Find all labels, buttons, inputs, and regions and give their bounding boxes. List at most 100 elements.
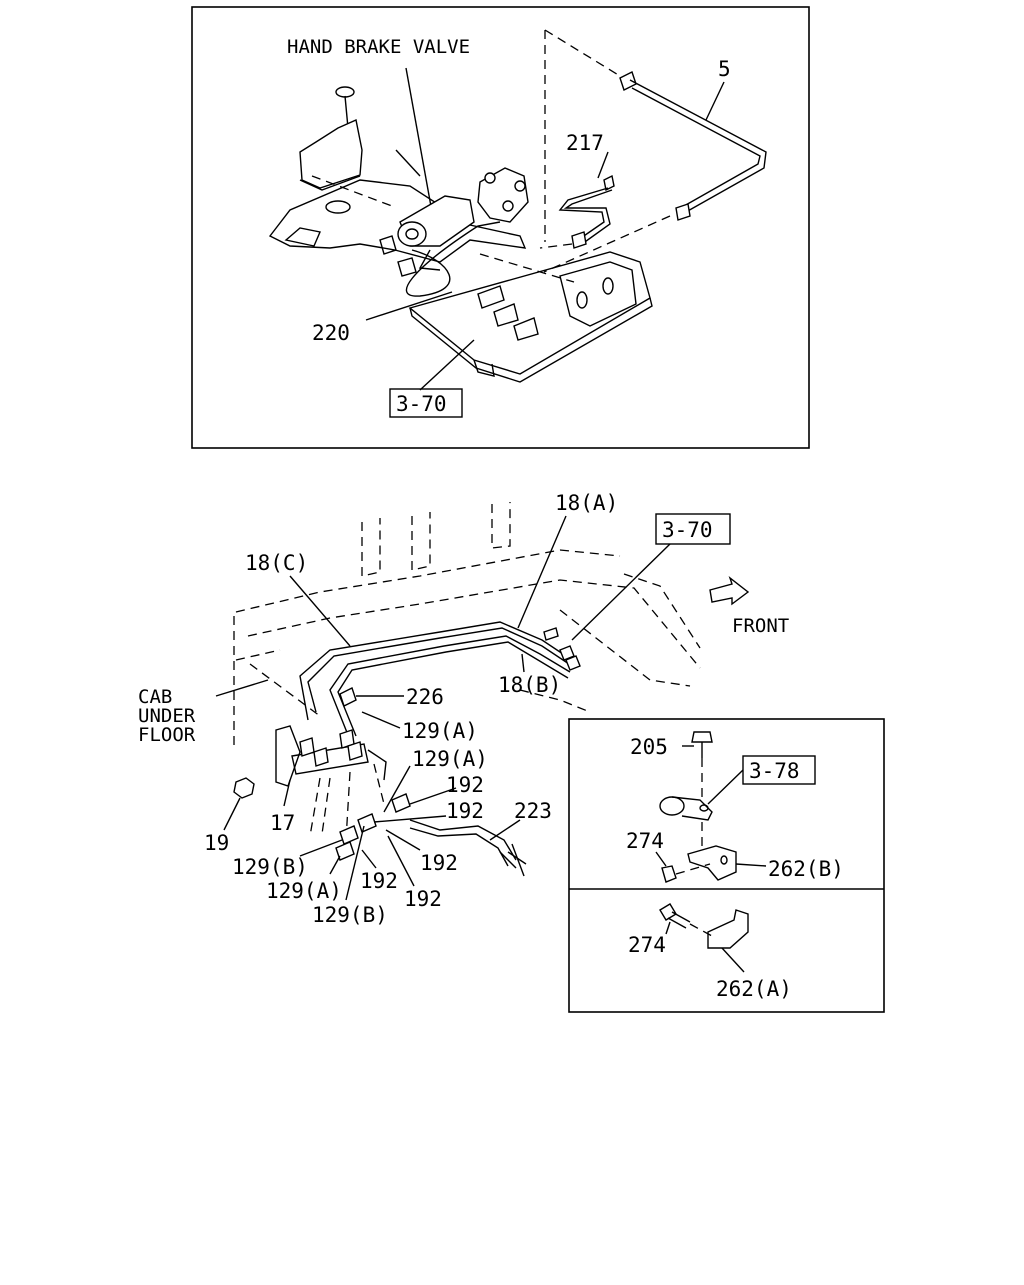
leader-17 <box>283 779 291 807</box>
bottom-panel: 18(A) 3-70 18(C) FRONT CAB UNDER FLOOR 2… <box>138 491 789 927</box>
ref-label-3-70-top: 3-70 <box>396 392 447 416</box>
part-label-217: 217 <box>566 131 604 155</box>
under-label: UNDER <box>138 705 196 727</box>
ref-label-3-78: 3-78 <box>749 759 800 783</box>
part-label-5: 5 <box>718 57 731 81</box>
part-label-223: 223 <box>514 799 552 823</box>
leader-18b <box>521 653 525 673</box>
ref-label-3-70-bottom: 3-70 <box>662 518 713 542</box>
part-label-18b: 18(B) <box>498 673 561 697</box>
leader-192-5 <box>387 835 415 887</box>
pipe-217 <box>558 174 615 249</box>
lever-bracket <box>268 179 527 263</box>
brake-pipes-18 <box>299 621 581 741</box>
leader-129b-2 <box>345 825 365 901</box>
hand-brake-valve-title: HAND BRAKE VALVE <box>287 36 470 58</box>
part-label-192-3: 192 <box>360 869 398 893</box>
part-label-262b: 262(B) <box>768 857 844 881</box>
leader-3-70-top <box>419 339 475 391</box>
inset-panel: 205 3-78 262(B) 274 274 262(A) <box>568 718 885 1013</box>
bracket-262b-hole <box>720 855 728 865</box>
dash-line-1 <box>544 29 621 77</box>
bracket-262b <box>687 845 737 881</box>
part-label-220: 220 <box>312 321 350 345</box>
leader-223 <box>489 819 521 841</box>
hand-brake-lever <box>299 86 363 191</box>
part-label-129a-2: 129(A) <box>412 747 488 771</box>
leader-274-2 <box>665 921 671 935</box>
part-label-192-5: 192 <box>404 887 442 911</box>
part-label-274-2: 274 <box>628 933 666 957</box>
leader-192-4 <box>385 829 421 851</box>
leader-cab-under-floor <box>215 679 269 697</box>
leader-192-2 <box>373 815 447 823</box>
bracket-tab <box>284 227 321 247</box>
leader-129a-1 <box>361 711 401 729</box>
leader-262a <box>721 947 745 973</box>
part-label-18a: 18(A) <box>555 491 618 515</box>
part-label-205: 205 <box>630 735 668 759</box>
part-label-129a-3: 129(A) <box>266 879 342 903</box>
pipe-clip <box>659 796 713 821</box>
bracket-262a <box>707 909 749 949</box>
dash-line-4 <box>539 243 573 249</box>
inset-dash-3 <box>675 863 711 875</box>
part-label-17: 17 <box>270 811 295 835</box>
leader-hand-brake-valve <box>405 67 433 213</box>
part-label-226: 226 <box>406 685 444 709</box>
top-panel-frame <box>191 6 810 449</box>
leader-18c <box>289 575 351 647</box>
valve-fitting <box>418 249 441 271</box>
hand-brake-valve-body <box>395 149 529 247</box>
valve-mounting-plate <box>408 251 653 383</box>
bracket-hole <box>325 200 351 214</box>
bolt-226 <box>339 687 357 707</box>
lower-fittings <box>309 763 411 861</box>
part-label-18c: 18(C) <box>245 551 308 575</box>
leader-217 <box>597 151 609 179</box>
part-label-129b-1: 129(B) <box>232 855 308 879</box>
part-label-129a-1: 129(A) <box>402 719 478 743</box>
bolt-274-lower-shank <box>667 911 691 929</box>
leader-192-1 <box>409 787 457 805</box>
part-label-192-2: 192 <box>446 799 484 823</box>
front-label: FRONT <box>732 615 789 637</box>
bolt-205 <box>691 731 713 743</box>
part-label-192-4: 192 <box>420 851 458 875</box>
junction-block <box>275 725 387 787</box>
valve-connectors <box>379 235 417 277</box>
floor-label: FLOOR <box>138 724 196 746</box>
leader-19 <box>223 797 241 831</box>
leader-274-1 <box>655 851 667 867</box>
cab-label: CAB <box>138 686 172 708</box>
leader-192-3 <box>361 849 377 869</box>
part-label-274-1: 274 <box>626 829 664 853</box>
pipe-5 <box>619 71 767 221</box>
front-arrow-icon <box>709 576 750 606</box>
leader-220 <box>365 291 453 321</box>
part-label-129b-2: 129(B) <box>312 903 388 927</box>
leader-129a-3 <box>329 855 341 875</box>
leader-5 <box>705 81 725 121</box>
part-label-192-1: 192 <box>446 773 484 797</box>
leader-3-78 <box>707 769 744 805</box>
leader-3-70-bottom <box>571 543 671 641</box>
part-label-19: 19 <box>204 831 229 855</box>
leader-129b-1 <box>299 839 343 857</box>
hose-223 <box>409 819 527 877</box>
leader-129a-2 <box>383 765 411 813</box>
leader-18a <box>517 515 567 629</box>
bolt-274-lower <box>659 903 677 921</box>
pipe-220 <box>405 221 501 297</box>
dash-line-6 <box>479 253 575 283</box>
leader-262b <box>735 863 767 867</box>
top-panel: HAND BRAKE VALVE <box>191 6 810 449</box>
bolt-274-upper <box>661 865 677 883</box>
cab-floor-outline <box>233 502 701 750</box>
ref-box-3-70-top <box>389 388 463 418</box>
dash-line-3 <box>543 215 671 273</box>
ref-box-3-70-bottom <box>655 513 731 545</box>
nut-19 <box>233 777 255 799</box>
